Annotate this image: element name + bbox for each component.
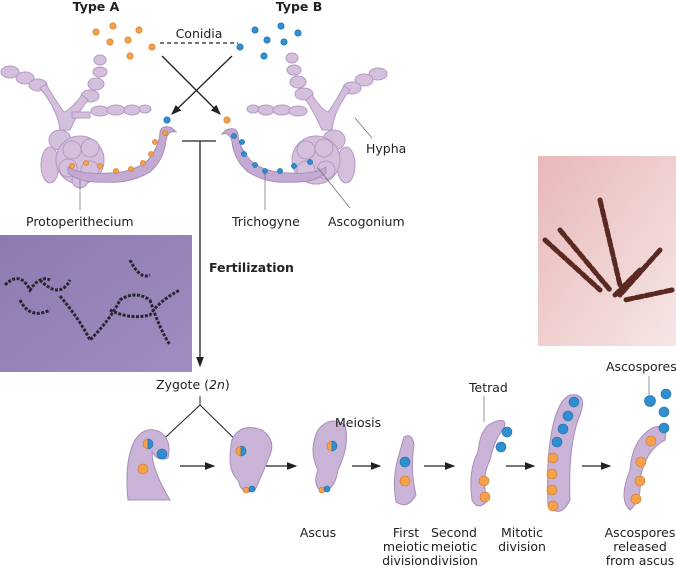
hyphae-micrograph (0, 235, 192, 372)
conidium-orange (223, 116, 231, 124)
stage-zygote-cell (229, 427, 273, 494)
type-a-hypha (0, 54, 152, 184)
asci-micrograph (538, 156, 676, 346)
svg-text:division: division (430, 553, 478, 568)
ascogonium-leader (317, 167, 351, 209)
ascogonium-label: Ascogonium (328, 214, 405, 229)
protoperithecium (55, 126, 178, 189)
svg-text:meiotic: meiotic (431, 539, 477, 554)
svg-text:Mitotic: Mitotic (501, 525, 543, 540)
stage-ascus-cell (312, 420, 347, 494)
svg-text:from ascus: from ascus (606, 553, 675, 568)
stage-label-mitotic: Mitotic division (498, 525, 546, 554)
type-b-label: Type B (276, 0, 323, 14)
type-b-hypha (246, 52, 388, 184)
stage-mitotic (546, 394, 583, 512)
tetrad-label: Tetrad (468, 380, 508, 395)
svg-text:division: division (382, 553, 430, 568)
stage-second-meiotic (470, 419, 513, 507)
protoperithecium-label: Protoperithecium (26, 214, 134, 229)
conidium-blue (163, 116, 171, 124)
stage-first-meiotic (393, 435, 417, 506)
conidia-label: Conidia (176, 26, 223, 41)
stage-label-first-meiotic: First meiotic division (382, 525, 430, 568)
svg-text:released: released (613, 539, 667, 554)
hypha-leader (354, 117, 373, 139)
svg-text:meiotic: meiotic (383, 539, 429, 554)
svg-text:division: division (498, 539, 546, 554)
stage-label-second-meiotic: Second meiotic division (430, 525, 478, 568)
stage-crozier (126, 429, 171, 501)
stage-label-ascus: Ascus (300, 525, 336, 540)
ascospores-label: Ascospores (606, 359, 676, 374)
fertilization-label: Fertilization (209, 260, 294, 275)
stage-released (623, 388, 672, 511)
type-a-conidia (92, 22, 156, 60)
meiosis-label: Meiosis (335, 415, 381, 430)
type-b-conidia (236, 22, 302, 60)
ascogonium-structure (220, 128, 341, 185)
trichogyne-label: Trichogyne (231, 214, 300, 229)
arrow-b-to-a (171, 55, 233, 115)
stage-label-released: Ascospores released from ascus (605, 525, 676, 568)
svg-text:First: First (393, 525, 419, 540)
zygote-label: Zygote (2n) (156, 377, 230, 392)
svg-text:Ascus: Ascus (300, 525, 336, 540)
hypha-label: Hypha (366, 141, 406, 156)
type-a-label: Type A (73, 0, 120, 14)
svg-text:Ascospores: Ascospores (605, 525, 676, 540)
svg-text:Second: Second (431, 525, 477, 540)
arrow-a-to-b (161, 55, 221, 115)
